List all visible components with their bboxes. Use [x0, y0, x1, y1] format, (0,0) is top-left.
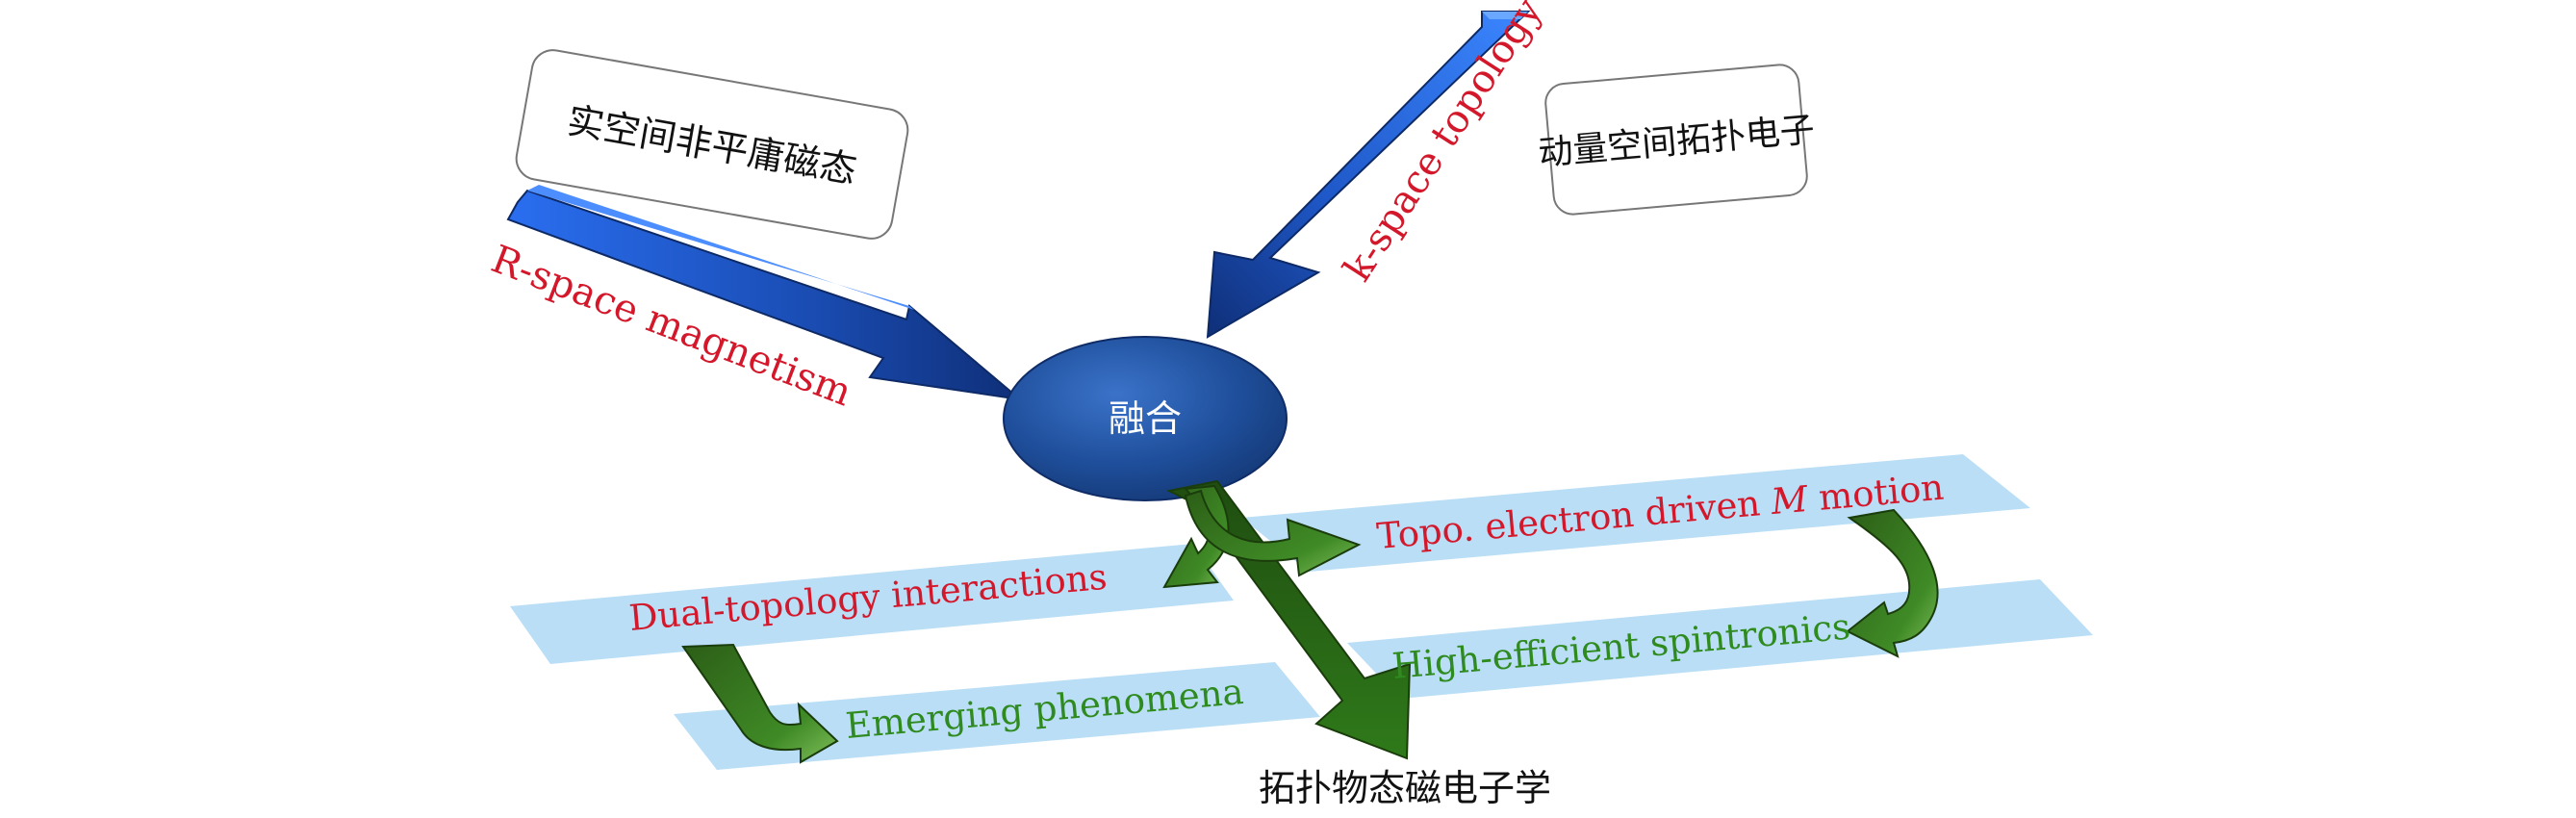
arrow-topo-to-spintronics — [1846, 508, 1939, 658]
center-node — [1003, 336, 1288, 501]
arrow-to-topo-electron — [1184, 489, 1362, 577]
arrow-dual-to-emerging — [681, 643, 839, 764]
panel-topo-electron — [1241, 454, 2030, 572]
output-label: 拓扑物态磁电子学 — [1259, 767, 1551, 809]
box-real-space: 实空间非平庸磁态 — [515, 49, 909, 240]
box-k-space: 动量空间拓扑电子 — [1537, 64, 1816, 216]
center-node-label: 融合 — [1109, 397, 1182, 440]
label-topo-electron: Topo. electron driven M motion — [1375, 467, 1946, 557]
arrow-k-space — [1206, 11, 1531, 339]
panel-dual-topology — [510, 544, 1234, 664]
label-topo-electron-italic: M — [1769, 478, 1811, 523]
